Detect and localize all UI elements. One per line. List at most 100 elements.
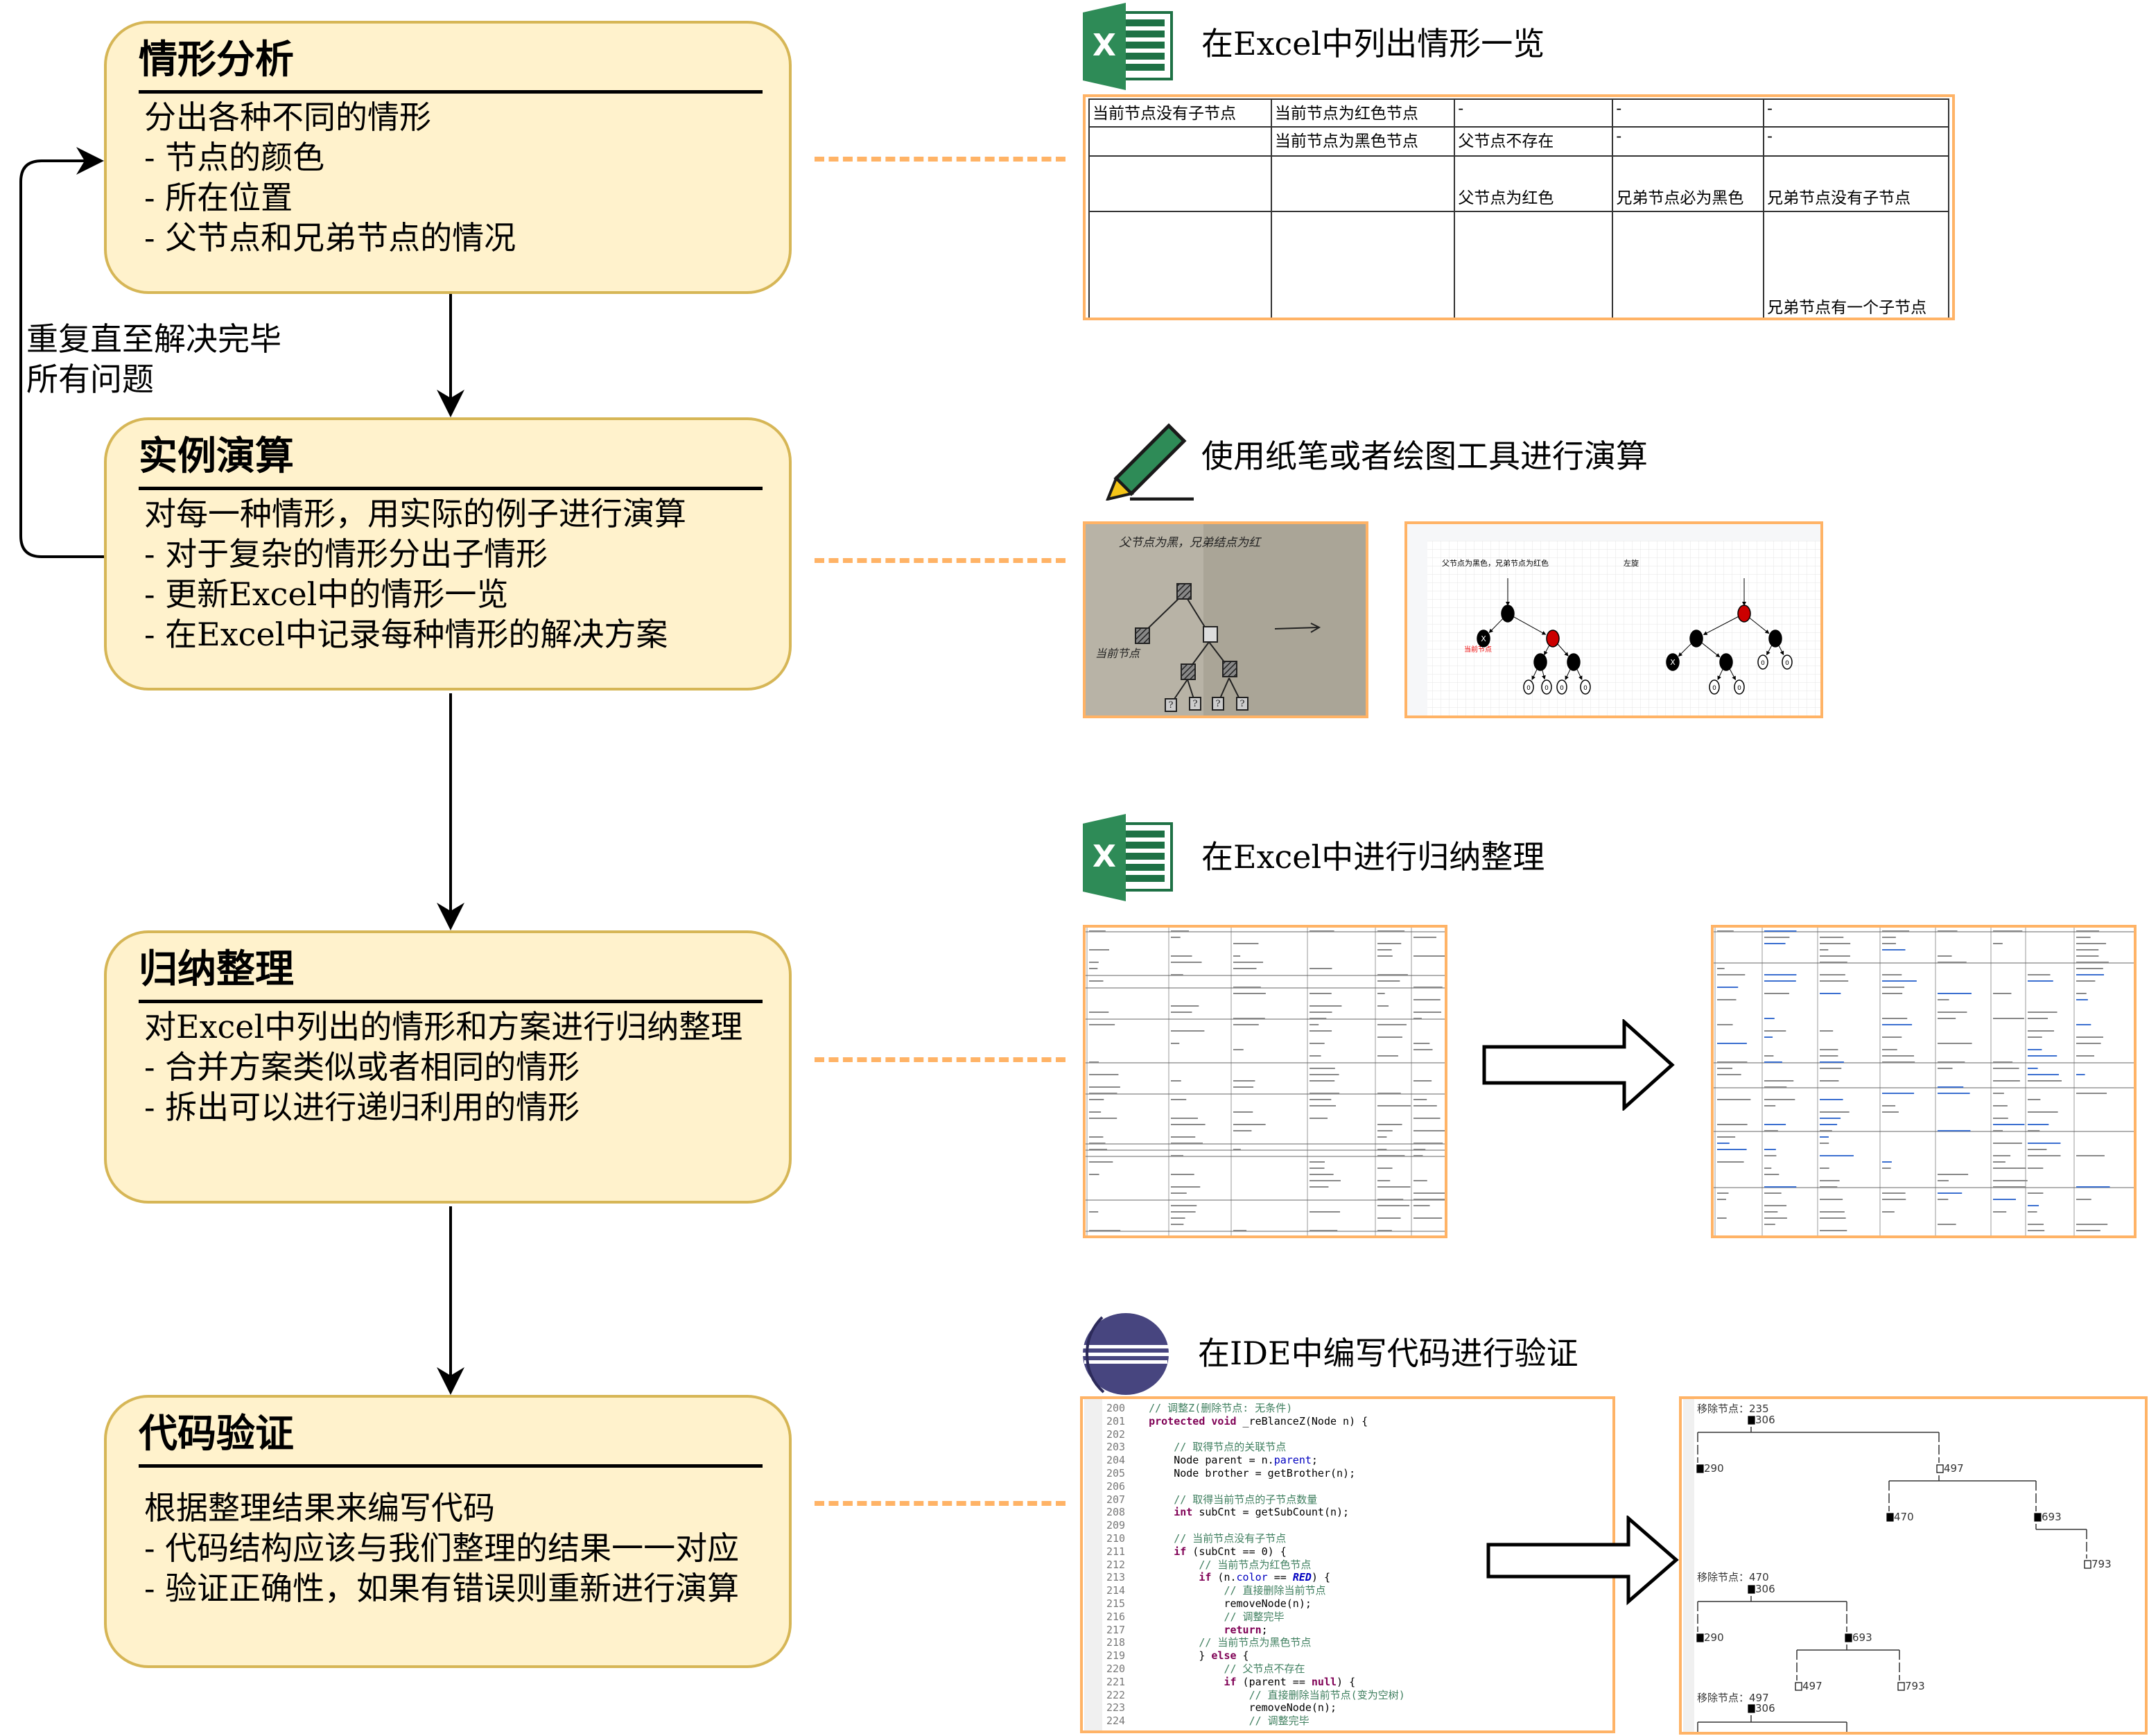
table-cell: - xyxy=(1454,98,1614,128)
sheet-text xyxy=(1993,1143,2022,1144)
title-divider xyxy=(139,1464,763,1468)
step-line: 对每一种情形，用实际的例子进行演算 xyxy=(144,495,686,532)
sheet-text xyxy=(1882,937,1896,938)
table-cell: 当前节点没有子节点 xyxy=(1088,98,1272,128)
sheet-text xyxy=(1171,974,1183,975)
sheet-text xyxy=(1310,1230,1338,1231)
sketch-node-black xyxy=(1222,661,1237,677)
line-number: 217 xyxy=(1106,1623,1126,1636)
code-text: } else { xyxy=(1149,1649,1249,1663)
sheet-text xyxy=(1882,1049,1897,1050)
sheet-text xyxy=(1717,1043,1747,1044)
sheet-text xyxy=(1413,1012,1442,1013)
sheet-text xyxy=(1377,974,1408,975)
step-line: - 节点的颜色 xyxy=(144,139,325,176)
line-number: 213 xyxy=(1106,1571,1126,1584)
table-cell xyxy=(1612,211,1765,318)
diagram-edge xyxy=(1557,643,1569,657)
line-number: 203 xyxy=(1106,1441,1126,1454)
sheet-text xyxy=(1089,1136,1104,1138)
code-text: // 直接删除当前节点(变为空树) xyxy=(1149,1688,1405,1701)
sheet-text xyxy=(1820,1055,1838,1057)
line-number: 207 xyxy=(1106,1493,1126,1506)
sheet-text xyxy=(1089,980,1104,982)
sheet-text xyxy=(1938,1224,1956,1225)
tree-node-value: 306 xyxy=(1755,1702,1775,1715)
code-text: return; xyxy=(1224,1623,1268,1636)
sheet-text xyxy=(1882,1061,1915,1063)
code-line: 210 // 当前节点没有子节点 xyxy=(1106,1532,1405,1545)
black-node-marker xyxy=(1748,1416,1755,1425)
code-line: 206 xyxy=(1106,1480,1405,1493)
loop-label-line: 所有问题 xyxy=(26,361,154,398)
sheet-text xyxy=(1993,1105,2008,1106)
line-number: 222 xyxy=(1106,1688,1126,1701)
sheet-text xyxy=(2028,1074,2059,1075)
sheet-text xyxy=(1717,930,1734,932)
sheet-text xyxy=(1310,1012,1332,1013)
sheet-text xyxy=(1089,930,1106,932)
step-line: 对Excel中列出的情形和方案进行归纳整理 xyxy=(144,1008,743,1045)
code-line: 203 // 取得节点的关联节点 xyxy=(1106,1441,1405,1454)
step-line: - 父节点和兄弟节点的情况 xyxy=(144,219,516,257)
sheet-text xyxy=(1938,1018,1956,1019)
sheet-text xyxy=(1310,1030,1332,1032)
sheet-text xyxy=(1820,974,1845,975)
sheet-text xyxy=(1089,1093,1117,1094)
sheet-text xyxy=(1171,1192,1187,1194)
table-row: 父节点为红色兄弟节点必为黑色兄弟节点没有子节点 xyxy=(1088,155,1949,212)
sheet-text xyxy=(1310,968,1332,969)
sheet-text xyxy=(1993,1061,2013,1063)
nil-node xyxy=(1541,679,1552,695)
sheet-text xyxy=(2028,1036,2042,1038)
sheet-text xyxy=(1233,962,1264,963)
sheet-text xyxy=(1820,1061,1844,1063)
sheet-text xyxy=(1233,968,1257,969)
sheet-text xyxy=(1764,1211,1778,1213)
line-number: 215 xyxy=(1106,1597,1126,1610)
sheet-text xyxy=(1171,1099,1187,1100)
diagram-edge xyxy=(1678,643,1692,657)
sheet-text xyxy=(1171,1118,1198,1119)
sheet-text xyxy=(1413,937,1437,938)
sheet-text xyxy=(1993,1118,2008,1119)
sheet-text xyxy=(1938,1180,1949,1181)
sheet-text xyxy=(2028,1080,2062,1082)
sheet-text xyxy=(1820,1199,1843,1200)
code-text: Node brother = getBrother(n); xyxy=(1149,1466,1356,1479)
sheet-text xyxy=(1993,1130,2003,1131)
tree-node-value: 497 xyxy=(1944,1462,1964,1475)
sketch-unknown: ? xyxy=(1193,699,1198,709)
diagram-edge xyxy=(1701,642,1721,658)
sheet-text xyxy=(2076,1055,2095,1057)
loop-label-line: 重复直至解决完毕 xyxy=(26,320,281,358)
code-text: // 取得节点的关联节点 xyxy=(1149,1441,1287,1454)
panel-heading-calc: 使用纸笔或者绘图工具进行演算 xyxy=(1201,437,1648,475)
sheet-text xyxy=(1233,1049,1244,1050)
step-line: - 代码结构应该与我们整理的结果一一对应 xyxy=(144,1529,740,1567)
sheet-text xyxy=(1089,1111,1102,1113)
code-line: 202 xyxy=(1106,1428,1405,1441)
code-text: // 调整完毕 xyxy=(1149,1715,1310,1728)
sheet-text xyxy=(1938,993,1972,994)
code-line: 211 if (subCnt == 0) { xyxy=(1106,1545,1405,1559)
sheet-text xyxy=(1717,1217,1727,1219)
sheet-text xyxy=(1310,1055,1321,1057)
sheet-text xyxy=(1938,999,1949,1000)
tree-node-value: 290 xyxy=(1704,1631,1724,1644)
table-cell: 兄弟节点没有子节点 xyxy=(1763,155,1949,212)
eclipse-icon xyxy=(1083,1313,1169,1395)
sheet-text xyxy=(1310,1186,1329,1188)
sheet-text xyxy=(1310,1161,1325,1163)
sheet-text xyxy=(1377,993,1385,994)
sheet-text xyxy=(1820,1124,1838,1125)
sheet-text xyxy=(1171,1043,1180,1044)
sheet-text xyxy=(1717,1143,1730,1144)
sheet-text xyxy=(1171,937,1181,938)
sheet-text xyxy=(1717,1161,1744,1163)
sheet-text xyxy=(2028,1111,2058,1113)
code-text: if (parent == null) { xyxy=(1224,1675,1356,1688)
sheet-text xyxy=(1377,943,1402,944)
code-line: 223 removeNode(n); xyxy=(1106,1701,1405,1715)
